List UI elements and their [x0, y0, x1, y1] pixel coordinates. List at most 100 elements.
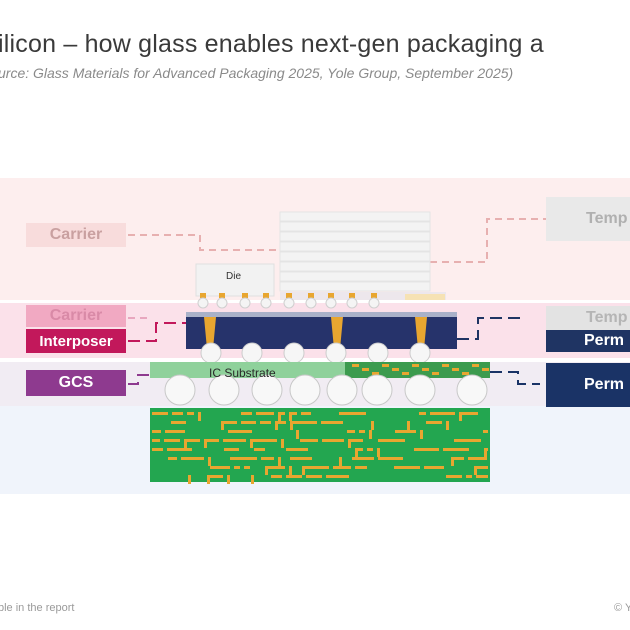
pcb-via — [407, 421, 410, 430]
connector-carrier-top — [128, 234, 280, 251]
c4-bump — [200, 342, 222, 364]
connector-perm-mid — [457, 317, 524, 340]
microbump-pillar — [219, 293, 225, 298]
label-interposer: Interposer — [26, 329, 126, 353]
pcb-via — [250, 439, 253, 448]
microbump — [368, 297, 380, 309]
pcb-via — [459, 412, 462, 421]
c4-bump — [325, 342, 347, 364]
pcb-trace — [164, 439, 180, 442]
bga-balls — [164, 374, 488, 406]
microbump-pillar — [200, 293, 206, 298]
pcb-trace — [152, 448, 163, 451]
carrier-plate — [279, 261, 431, 272]
label-temp-mid: Temp — [546, 306, 630, 330]
pcb-trace — [300, 439, 318, 442]
c4-bump — [367, 342, 389, 364]
pcb-via — [265, 466, 268, 475]
pcb-via — [221, 421, 224, 430]
pcb-trace — [223, 439, 246, 442]
page-subtitle: urce: Glass Materials for Advanced Packa… — [0, 65, 514, 81]
substrate-trace — [372, 372, 379, 375]
pcb-trace — [359, 430, 365, 433]
substrate-trace — [482, 368, 489, 371]
pcb-via — [484, 448, 487, 457]
microbump — [239, 297, 251, 309]
pcb-via — [278, 412, 281, 421]
microbump-pillar — [286, 293, 292, 298]
pcb-trace — [424, 466, 444, 469]
pcb-trace — [289, 412, 297, 415]
bga-ball — [208, 374, 240, 406]
pcb-trace — [394, 466, 420, 469]
pcb-trace — [278, 412, 285, 415]
pcb-trace — [168, 457, 177, 460]
pcb-trace — [339, 412, 366, 415]
pcb-trace — [355, 466, 367, 469]
pcb-trace — [355, 448, 363, 451]
carrier-stack — [279, 211, 431, 292]
band-separator — [0, 358, 630, 361]
pcb-trace — [483, 430, 488, 433]
pcb-trace — [210, 466, 230, 469]
pcb-via — [278, 457, 281, 466]
pcb-trace — [326, 475, 349, 478]
pcb-via — [474, 466, 477, 475]
through-via — [331, 317, 343, 349]
footer-note: ble in the report — [0, 602, 75, 614]
pcb-via — [451, 457, 454, 466]
label-carrier-mid: Carrier — [26, 305, 126, 327]
substrate-traces — [352, 364, 489, 375]
substrate-trace — [442, 364, 449, 367]
pcb-via — [275, 421, 278, 430]
pcb-trace — [414, 448, 439, 451]
carrier-plate — [279, 241, 431, 252]
pcb-trace — [443, 448, 469, 451]
pcb-trace — [321, 421, 343, 424]
carrier-plate — [279, 281, 431, 292]
pcb-trace — [254, 448, 265, 451]
copyright: © Y — [614, 602, 630, 614]
substrate-trace — [412, 364, 419, 367]
microbump-pillar — [242, 293, 248, 298]
microbump — [325, 297, 337, 309]
pcb-via — [290, 421, 293, 430]
pcb-trace — [165, 430, 185, 433]
pcb-trace — [322, 439, 344, 442]
page-title: ilicon – how glass enables next-gen pack… — [0, 30, 544, 58]
pcb-trace — [250, 439, 277, 442]
pcb-trace — [187, 412, 194, 415]
pcb-trace — [241, 412, 252, 415]
connector-gcs — [128, 374, 150, 385]
pcb-trace — [172, 412, 183, 415]
pcb-via — [377, 448, 380, 457]
pcb-trace — [454, 439, 481, 442]
bga-ball — [326, 374, 358, 406]
pcb-trace — [171, 421, 186, 424]
pcb-traces — [152, 412, 488, 484]
ic-substrate-label: IC Substrate — [209, 366, 276, 380]
pcb-trace — [260, 421, 271, 424]
label-perm-mid: Perm — [546, 330, 630, 352]
substrate-trace — [462, 372, 469, 375]
pcb-via — [184, 439, 187, 448]
label-gcs: GCS — [26, 370, 126, 396]
pcb-trace — [221, 421, 237, 424]
pcb-via — [371, 421, 374, 430]
label-temp-top: Temp — [546, 197, 630, 241]
microbump — [216, 297, 228, 309]
connector-temp-top — [430, 218, 546, 263]
substrate-trace — [392, 368, 399, 371]
pcb-trace — [302, 466, 329, 469]
pcb-trace — [419, 412, 426, 415]
microbump — [260, 297, 272, 309]
pcb-trace — [476, 475, 488, 478]
die-label: Die — [226, 271, 242, 282]
substrate-trace — [472, 364, 479, 367]
pcb-via — [355, 448, 358, 457]
pcb-via — [198, 412, 201, 421]
pcb-trace — [275, 421, 286, 424]
carrier-plate — [279, 221, 431, 232]
pcb-trace — [367, 448, 373, 451]
